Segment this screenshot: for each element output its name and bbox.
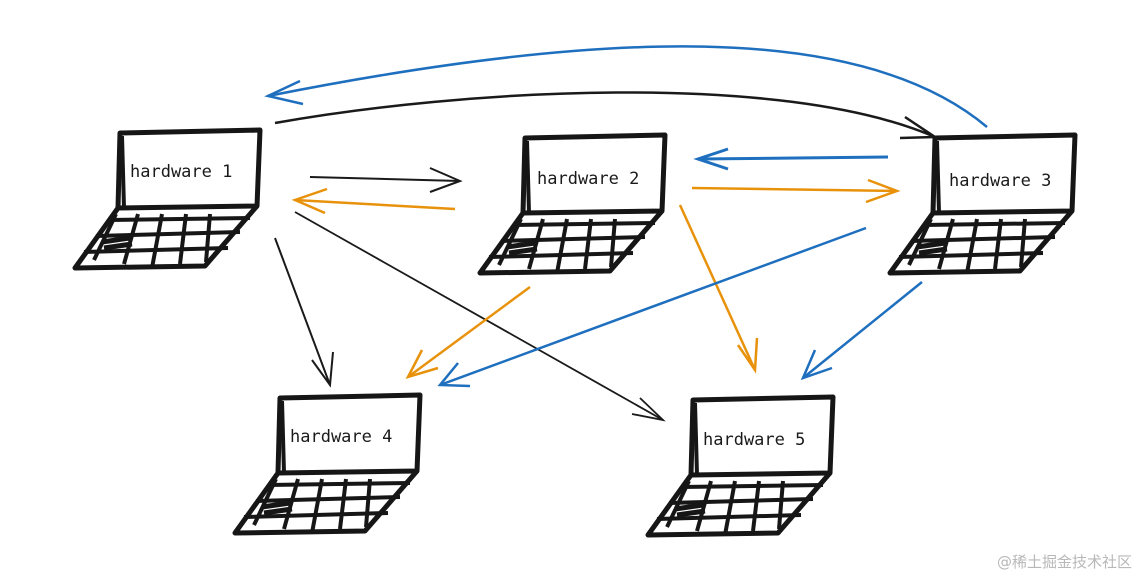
arrow-hw1-to-hw3 xyxy=(274,91,936,139)
node-label: hardware 2 xyxy=(537,169,639,189)
arrow-hw2-to-hw1 xyxy=(294,198,456,211)
arrowhead-hw1-to-hw5 xyxy=(631,397,666,422)
arrowhead-hw2-to-hw4 xyxy=(405,349,439,380)
arrow-hw2-to-hw4 xyxy=(407,285,531,379)
watermark: @稀土掘金技术社区 xyxy=(996,553,1132,571)
node-hardware-4: hardware 4 xyxy=(235,395,420,533)
arrow-hw3-to-hw2 xyxy=(697,155,889,161)
node-label: hardware 3 xyxy=(949,171,1051,191)
arrowhead-hw1-to-hw2 xyxy=(429,167,463,193)
node-label: hardware 1 xyxy=(130,162,232,182)
node-hardware-3: hardware 3 xyxy=(890,135,1075,273)
arrow-hw3-to-hw5 xyxy=(802,281,923,379)
arrowhead-hw2-to-hw3 xyxy=(865,178,901,204)
node-label: hardware 5 xyxy=(703,430,805,450)
node-hardware-5: hardware 5 xyxy=(648,397,833,535)
arrow-hw3-to-hw4 xyxy=(439,226,867,387)
arrowhead-hw3-to-hw4 xyxy=(437,362,471,388)
laptop-icon xyxy=(890,135,1075,273)
arrow-hw3-to-hw1 xyxy=(267,45,988,128)
node-hardware-2: hardware 2 xyxy=(480,135,665,273)
arrowhead-hw3-to-hw5 xyxy=(800,349,833,381)
laptop-icon xyxy=(75,130,260,268)
laptop-icon xyxy=(235,395,420,533)
node-hardware-1: hardware 1 xyxy=(75,130,260,268)
arrowhead-hw3-to-hw2 xyxy=(693,147,729,171)
laptop-icon xyxy=(648,397,833,535)
arrow-hw1-to-hw5 xyxy=(294,211,664,421)
arrow-hw2-to-hw5 xyxy=(678,204,757,371)
arrowhead-hw2-to-hw5 xyxy=(736,337,759,374)
arrowhead-hw1-to-hw4 xyxy=(311,351,334,388)
arrow-hw1-to-hw4 xyxy=(274,237,331,386)
connection-arrows xyxy=(264,45,988,422)
laptop-icon xyxy=(480,135,665,273)
arrowhead-hw2-to-hw1 xyxy=(291,187,328,215)
arrowhead-hw3-to-hw1 xyxy=(264,79,304,106)
node-label: hardware 4 xyxy=(290,427,392,447)
arrow-hw1-to-hw2 xyxy=(309,176,461,182)
arrow-hw2-to-hw3 xyxy=(691,186,898,193)
arrowhead-hw1-to-hw3 xyxy=(899,115,939,140)
